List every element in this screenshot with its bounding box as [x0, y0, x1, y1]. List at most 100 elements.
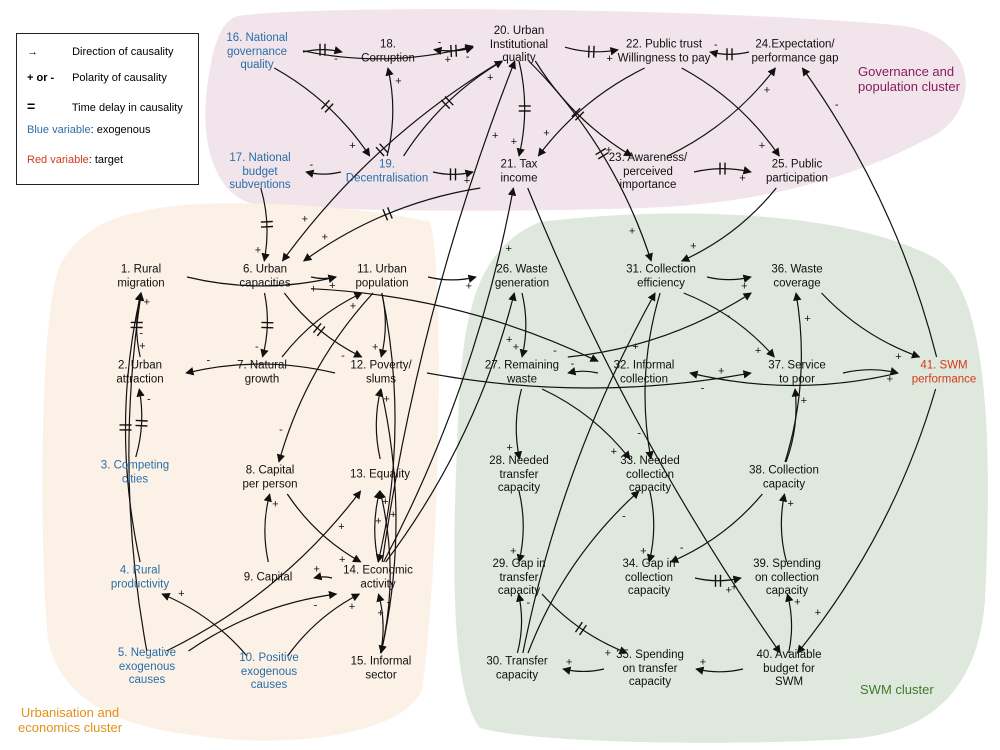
causal-link-n3-n2	[135, 388, 145, 458]
polarity-n23-n24: +	[764, 85, 770, 97]
delay-mark-n20-n22	[587, 45, 590, 58]
causal-link-n33-n34	[646, 490, 656, 563]
polarity-n5-n13: +	[338, 521, 344, 533]
causal-link-n14-n20	[381, 60, 516, 563]
polarity-n15-n13: +	[390, 509, 396, 521]
causal-link-n37-n41	[842, 367, 899, 376]
delay-mark-n20-n23	[571, 107, 581, 118]
polarity-n11-n26: +	[466, 281, 472, 293]
delay-mark-n20-n23	[574, 111, 585, 121]
causal-link-n35-n30	[562, 666, 605, 675]
polarity-n5-n14: -	[314, 600, 318, 612]
causal-link-n15-n13	[377, 490, 391, 654]
urbanisation-cluster-label: Urbanisation and economics cluster	[18, 705, 123, 735]
causal-link-n31-n36	[706, 274, 752, 283]
causal-link-n27-n36	[567, 292, 752, 358]
causal-link-n27-n28	[513, 388, 523, 460]
polarity-n14-n13: +	[382, 496, 388, 508]
polarity-n12-n37: -	[701, 383, 705, 395]
polarity-n31-n33: -	[637, 427, 641, 439]
causal-link-n4-n1	[124, 292, 144, 563]
delay-mark-n6-n12	[316, 326, 326, 337]
polarity-n20-n6: +	[302, 213, 308, 225]
polarity-n8-n14: +	[339, 554, 345, 566]
polarity-n7-n11: +	[350, 300, 356, 312]
causal-link-n30-n29	[516, 593, 525, 654]
polarity-n10-n4: +	[178, 588, 184, 600]
causal-link-n41-n32	[689, 370, 899, 387]
polarity-n27-n36: -	[726, 310, 730, 322]
causal-link-n36-n41	[821, 292, 921, 359]
polarity-n40-n39: +	[794, 597, 800, 609]
causal-link-n5-n1	[128, 292, 148, 652]
legend-polarity-label: Polarity of causality	[72, 72, 167, 84]
legend-blue-suffix: : exogenous	[90, 124, 151, 136]
causal-link-n19-n17	[305, 169, 342, 178]
delay-mark-n3-n2	[135, 424, 148, 427]
polarity-n3-n2: -	[147, 394, 151, 406]
polarity-n20-n22: +	[606, 53, 612, 65]
causal-link-n13-n12	[374, 388, 384, 460]
causal-link-n23-n24	[667, 67, 776, 157]
legend-delay-row: = Time delay in causality	[27, 98, 183, 114]
polarity-n9-n8: +	[272, 498, 278, 510]
causal-link-n28-n29	[516, 490, 525, 563]
delay-mark-n6-n12	[312, 322, 322, 334]
causal-link-n24-n22	[709, 49, 750, 58]
legend-polarity-symbol: + or -	[27, 72, 55, 84]
causal-link-n11-n14	[375, 292, 396, 563]
polarity-n37-n41: +	[887, 373, 893, 385]
polarity-n19-n20: +	[487, 72, 493, 84]
delay-mark-n29-n35	[574, 621, 583, 633]
causal-link-n17-n6	[260, 187, 270, 262]
polarity-n39-n38: +	[787, 498, 793, 510]
polarity-n35-n30: +	[566, 656, 572, 668]
delay-mark-n29-n35	[579, 624, 587, 636]
causal-link-n38-n37	[785, 388, 801, 463]
polarity-n14-n21: +	[505, 243, 511, 255]
polarity-n28-n29: +	[510, 545, 516, 557]
delay-mark-n21-n6	[386, 207, 393, 219]
swm-cluster-region	[454, 213, 988, 743]
delay-mark-n17-n6	[260, 220, 273, 223]
polarity-n36-n41: +	[895, 351, 901, 363]
causal-link-n11-n26	[427, 274, 477, 283]
causal-link-n29-n35	[541, 593, 628, 655]
polarity-n29-n35: +	[605, 647, 611, 659]
polarity-n16-n19: +	[349, 140, 355, 152]
polarity-n12-n2: -	[206, 354, 210, 366]
causal-link-n14-n9	[313, 572, 333, 581]
delay-mark-n20-n31	[595, 147, 607, 156]
polarity-n20-n31: +	[629, 225, 635, 237]
causal-link-n34-n39	[694, 575, 742, 584]
causal-link-n32-n27	[567, 367, 599, 376]
variable-n24: 24.Expectation/performance gap	[751, 38, 839, 65]
polarity-n38-n36: +	[804, 313, 810, 325]
causal-link-n22-n25	[681, 67, 780, 157]
causal-link-n16-n19	[274, 67, 371, 157]
polarity-n20-n23: +	[606, 144, 612, 156]
polarity-n6-n32: -	[553, 345, 557, 357]
governance-cluster-label: Governance and population cluster	[858, 64, 960, 94]
legend-blue-prefix: Blue variable	[27, 124, 91, 136]
causal-link-n19-n21	[432, 169, 474, 178]
legend-arrow-label: Direction of causality	[72, 46, 174, 58]
polarity-n34-n39: +	[731, 581, 737, 593]
polarity-n31-n36: +	[741, 280, 747, 292]
